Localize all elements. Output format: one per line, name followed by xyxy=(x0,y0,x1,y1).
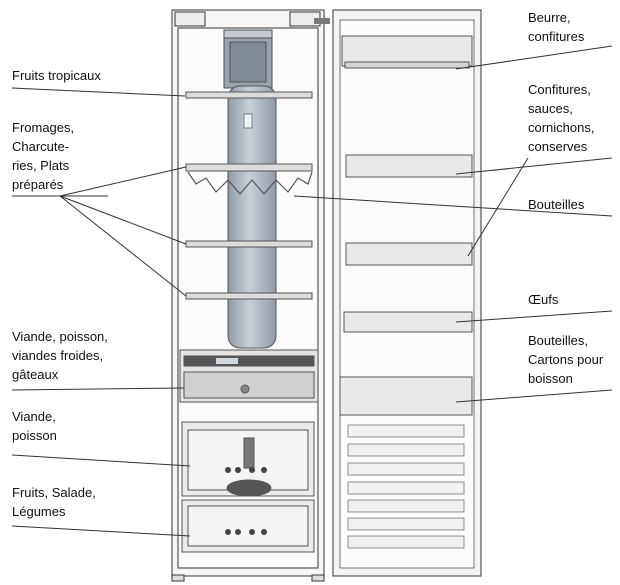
label-bouteilles: Bouteilles xyxy=(528,197,585,212)
shelf-2 xyxy=(185,163,313,172)
label-viande-poisson: Viande, poisson xyxy=(12,409,57,443)
door-bins xyxy=(339,35,473,416)
leader-confitures-a xyxy=(455,157,613,175)
leader-fruits-tropicaux xyxy=(11,87,186,97)
leader-oeufs xyxy=(455,310,613,323)
label-viande-poisson-gateaux: Viande, poisson, viandes froides, gâteau… xyxy=(12,329,108,382)
air-duct xyxy=(227,85,277,349)
leader-fromages-b xyxy=(59,195,187,245)
fan-unit xyxy=(223,29,273,89)
door-slats xyxy=(347,424,465,549)
leader-bouteilles-cartons xyxy=(455,389,613,403)
leader-fromages-a xyxy=(59,166,187,197)
label-confitures: Confitures, sauces, cornichons, conserve… xyxy=(528,82,595,154)
label-beurre: Beurre, confitures xyxy=(528,10,585,44)
crisper-drawers xyxy=(181,421,315,553)
chill-drawer xyxy=(179,349,319,403)
label-fruits-tropicaux: Fruits tropicaux xyxy=(12,68,101,83)
shelf-4 xyxy=(185,292,313,300)
door-bin-bottles xyxy=(345,242,473,266)
leader-beurre xyxy=(455,45,613,70)
leader-viande-gateaux xyxy=(11,387,185,391)
shelf-1 xyxy=(185,91,313,99)
door-bin-eggs xyxy=(343,311,473,333)
door-bin-large xyxy=(339,376,473,416)
shelf-3 xyxy=(185,240,313,248)
label-fruits-legumes: Fruits, Salade, Légumes xyxy=(12,485,96,519)
leader-fromages-c xyxy=(59,195,187,297)
bottle-rack xyxy=(187,171,313,195)
door-bin-jars xyxy=(345,154,473,178)
leader-viande-poisson xyxy=(11,454,191,467)
label-oeufs: Œufs xyxy=(528,292,559,307)
drawer-symbols xyxy=(225,467,267,535)
leader-confitures-b xyxy=(467,157,529,257)
label-bouteilles-cartons: Bouteilles, Cartons pour boisson xyxy=(528,333,604,386)
leader-fruits-legumes xyxy=(11,525,191,537)
leader-lines xyxy=(11,45,613,537)
label-fromages: Fromages, Charcute- ries, Plats préparés xyxy=(12,120,75,192)
leader-bouteilles xyxy=(293,195,613,217)
